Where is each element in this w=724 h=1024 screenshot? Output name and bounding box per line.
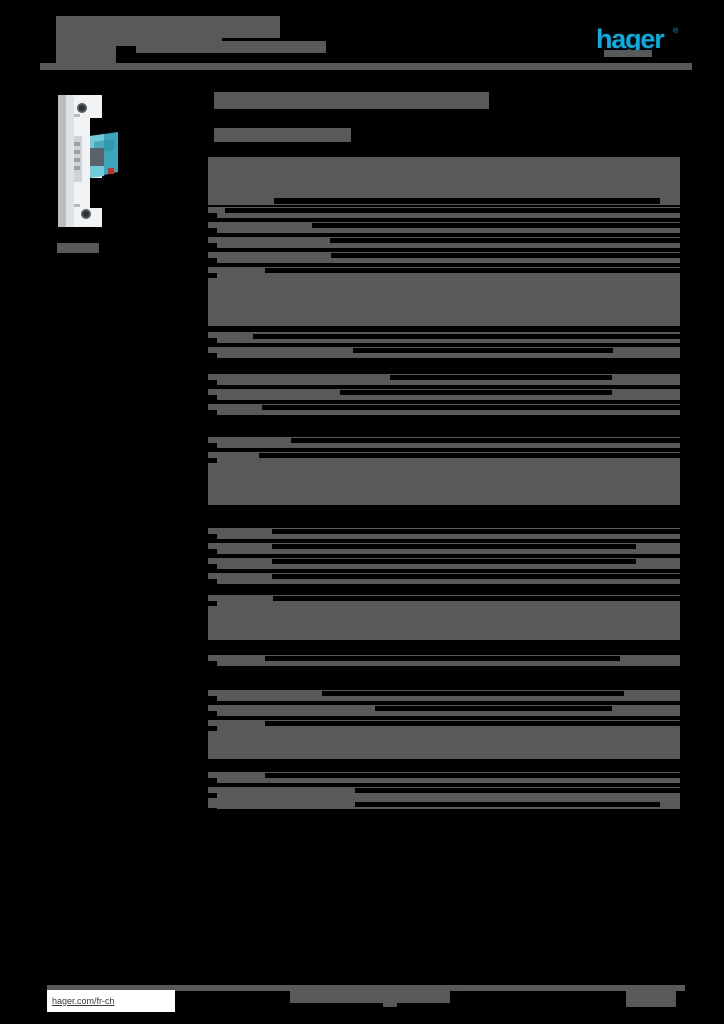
table-cell-separator (274, 198, 660, 204)
table-cell-separator (272, 559, 636, 564)
table-row-marker (208, 353, 217, 358)
table-row-marker (208, 395, 217, 400)
table-cell-separator (262, 405, 680, 410)
page-title-redacted (214, 92, 489, 109)
table-row-marker (208, 696, 217, 701)
table-cell-separator (265, 656, 620, 661)
table-row-marker (208, 534, 217, 539)
table-row-marker (208, 258, 217, 263)
table-cell-separator (265, 721, 680, 726)
table-cell-separator (355, 788, 680, 793)
table-row-marker (208, 243, 217, 248)
table-row (208, 463, 680, 505)
table-cell-separator (259, 453, 680, 458)
table-cell-separator (331, 253, 680, 258)
header-ref-redacted (56, 44, 116, 64)
footer-rule (47, 985, 685, 991)
table-row-marker (208, 711, 217, 716)
table-row-marker (208, 213, 217, 218)
table-row-marker (208, 338, 217, 343)
header-rule (40, 63, 692, 70)
table-row-marker (208, 380, 217, 385)
table-row-marker (208, 549, 217, 554)
table-row-marker (208, 661, 217, 666)
table-row (208, 278, 680, 326)
footer-page-number-redacted (626, 991, 676, 1007)
table-cell-separator (291, 438, 680, 443)
table-cell-separator (272, 574, 680, 579)
table-row-marker (208, 228, 217, 233)
trademark-icon: ® (673, 28, 679, 35)
table-cell-separator (272, 529, 680, 534)
table-row-marker (208, 726, 217, 731)
table-cell-separator (265, 773, 680, 778)
table-cell-separator (375, 706, 612, 711)
footer-center-redacted (290, 991, 450, 1003)
table-row (208, 157, 680, 205)
table-cell-separator (253, 334, 680, 339)
table-row-marker (208, 564, 217, 569)
table-cell-separator (322, 691, 624, 696)
table-row (208, 606, 680, 640)
table-cell-separator (272, 544, 636, 549)
table-cell-separator (355, 802, 660, 807)
table-cell-separator (353, 348, 613, 353)
table-cell-separator (265, 268, 680, 273)
table-cell-separator (312, 223, 680, 228)
table-row-marker (208, 808, 217, 813)
table-row-marker (208, 458, 217, 463)
table-cell-separator (330, 238, 680, 243)
table-row-marker (208, 601, 217, 606)
table-row-marker (208, 410, 217, 415)
product-caption-redacted (57, 243, 99, 253)
section-subhead-redacted (214, 128, 351, 142)
footer-url-link[interactable]: hager.com/fr-ch (52, 996, 115, 1006)
footer-url-box (47, 990, 175, 1012)
header-subtitle-redacted (136, 41, 326, 53)
logo-tagline-redacted (604, 50, 652, 57)
table-cell-separator (225, 208, 680, 213)
product-image (52, 92, 130, 234)
table-cell-separator (340, 390, 612, 395)
table-row-marker (208, 579, 217, 584)
table-row-marker (208, 793, 217, 798)
table-row-marker (208, 778, 217, 783)
table-row (208, 731, 680, 759)
table-cell-separator (273, 596, 680, 601)
footer-center-redacted-2 (383, 999, 397, 1007)
table-row-marker (208, 443, 217, 448)
table-cell-separator (390, 375, 612, 380)
hager-logo-text: hager (596, 24, 665, 54)
table-row-marker (208, 273, 217, 278)
